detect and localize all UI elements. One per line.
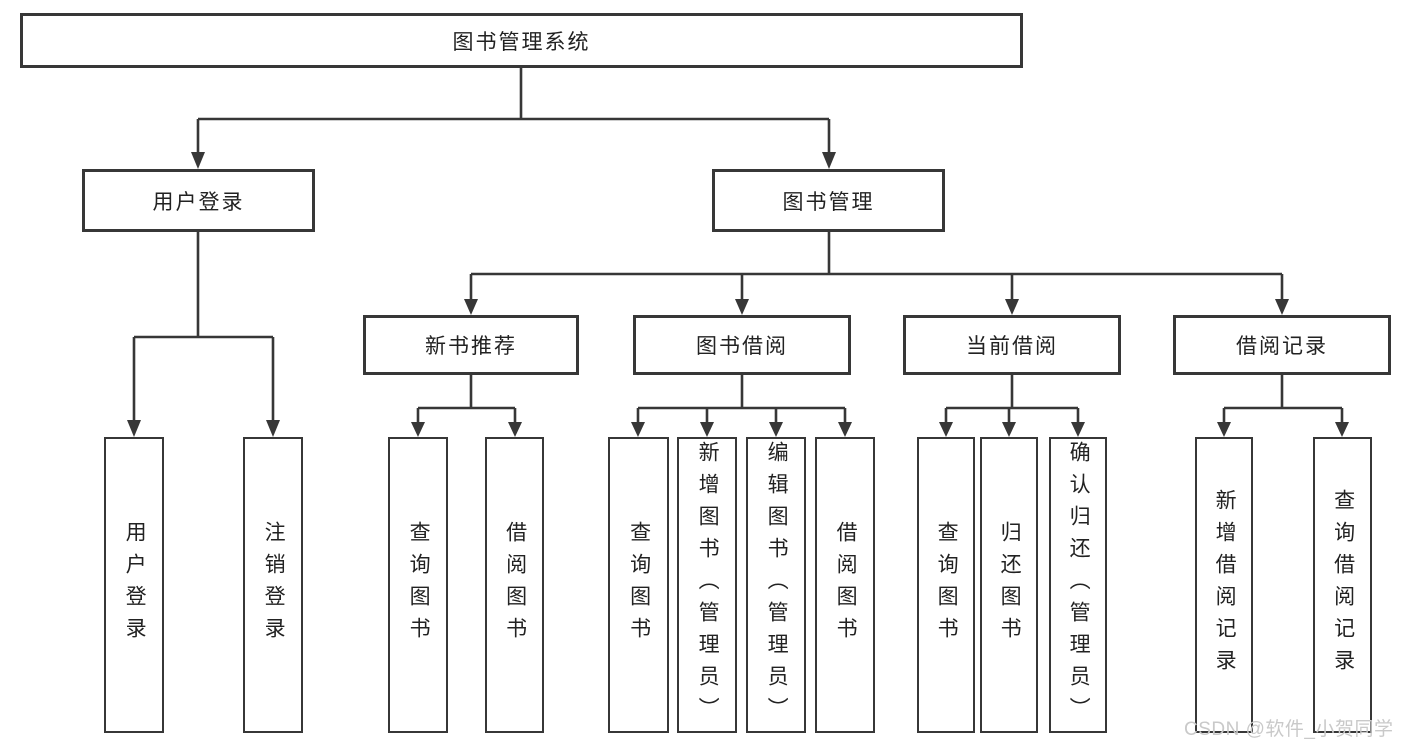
arrow-down-icon xyxy=(1275,299,1289,315)
edge-records-to-leaves xyxy=(1217,375,1349,437)
edge-currentborrow-to-leaves xyxy=(939,375,1085,437)
node-leaf-borrow-book-2: 借阅图书 xyxy=(815,437,875,733)
node-leaf-query-book-1-label: 查询图书 xyxy=(407,521,431,649)
edge-bookborrow-to-leaves xyxy=(631,375,852,437)
arrow-down-icon xyxy=(127,420,141,437)
node-book-borrow: 图书借阅 xyxy=(633,315,851,375)
node-book-borrow-label: 图书借阅 xyxy=(696,335,788,358)
node-leaf-edit-book: 编辑图书（管理员） xyxy=(746,437,806,733)
node-new-book-rec-label: 新书推荐 xyxy=(425,335,517,358)
arrow-down-icon xyxy=(939,422,953,437)
node-leaf-add-book-label: 新增图书（管理员） xyxy=(696,441,720,729)
arrow-down-icon xyxy=(700,422,714,437)
node-leaf-confirm-return-label: 确认归还（管理员） xyxy=(1067,441,1091,729)
edge-userlogin-to-leaves xyxy=(127,232,280,437)
node-leaf-borrow-book-2-label: 借阅图书 xyxy=(834,521,858,649)
node-current-borrow: 当前借阅 xyxy=(903,315,1121,375)
node-leaf-return-book: 归还图书 xyxy=(980,437,1038,733)
node-leaf-user-login: 用户登录 xyxy=(104,437,164,733)
node-leaf-query-book-2: 查询图书 xyxy=(608,437,669,733)
edge-newbook-to-leaves xyxy=(411,375,522,437)
node-root-label: 图书管理系统 xyxy=(452,30,591,54)
arrow-down-icon xyxy=(1002,422,1016,437)
node-leaf-query-book-3: 查询图书 xyxy=(917,437,975,733)
node-new-book-rec: 新书推荐 xyxy=(363,315,579,375)
arrow-down-icon xyxy=(1335,422,1349,437)
arrow-down-icon xyxy=(769,422,783,437)
node-current-borrow-label: 当前借阅 xyxy=(966,335,1058,358)
node-leaf-logout: 注销登录 xyxy=(243,437,303,733)
node-borrow-records-label: 借阅记录 xyxy=(1236,335,1328,358)
node-book-mgmt-label: 图书管理 xyxy=(782,190,875,214)
node-leaf-query-book-1: 查询图书 xyxy=(388,437,448,733)
arrow-down-icon xyxy=(411,422,425,437)
node-leaf-return-book-label: 归还图书 xyxy=(998,521,1022,649)
edge-root-to-level2 xyxy=(191,68,836,169)
node-user-login-branch: 用户登录 xyxy=(82,169,315,232)
node-leaf-edit-book-label: 编辑图书（管理员） xyxy=(765,441,789,729)
node-leaf-query-book-3-label: 查询图书 xyxy=(935,521,959,649)
arrow-down-icon xyxy=(735,299,749,315)
node-leaf-user-login-label: 用户登录 xyxy=(123,521,147,649)
arrow-down-icon xyxy=(191,152,205,169)
node-leaf-add-record-label: 新增借阅记录 xyxy=(1213,489,1237,681)
node-leaf-add-book: 新增图书（管理员） xyxy=(677,437,737,733)
node-leaf-borrow-book-1: 借阅图书 xyxy=(485,437,544,733)
arrow-down-icon xyxy=(1217,422,1231,437)
watermark: CSDN @软件_小贺同学 xyxy=(1184,719,1394,740)
node-book-mgmt: 图书管理 xyxy=(712,169,945,232)
arrow-down-icon xyxy=(508,422,522,437)
arrow-down-icon xyxy=(266,420,280,437)
node-leaf-add-record: 新增借阅记录 xyxy=(1195,437,1253,733)
arrow-down-icon xyxy=(838,422,852,437)
node-leaf-query-record-label: 查询借阅记录 xyxy=(1331,489,1355,681)
node-leaf-confirm-return: 确认归还（管理员） xyxy=(1049,437,1107,733)
edge-bookmgmt-to-level3 xyxy=(464,232,1289,315)
arrow-down-icon xyxy=(1071,422,1085,437)
node-leaf-query-record: 查询借阅记录 xyxy=(1313,437,1372,733)
node-leaf-borrow-book-1-label: 借阅图书 xyxy=(503,521,527,649)
arrow-down-icon xyxy=(822,152,836,169)
node-root: 图书管理系统 xyxy=(20,13,1023,68)
node-borrow-records: 借阅记录 xyxy=(1173,315,1391,375)
arrow-down-icon xyxy=(1005,299,1019,315)
node-user-login-branch-label: 用户登录 xyxy=(152,190,245,214)
arrow-down-icon xyxy=(464,299,478,315)
node-leaf-logout-label: 注销登录 xyxy=(262,521,286,649)
arrow-down-icon xyxy=(631,422,645,437)
node-leaf-query-book-2-label: 查询图书 xyxy=(627,521,651,649)
